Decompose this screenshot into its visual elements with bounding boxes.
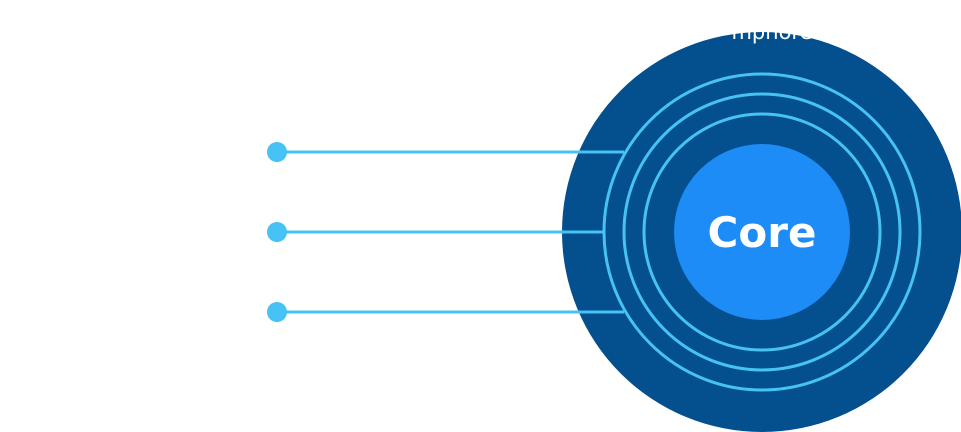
connector-top [267, 142, 624, 162]
connector-bottom [267, 302, 624, 322]
ring-middle [622, 92, 902, 372]
core-label: Core [708, 208, 817, 257]
ring-inner [642, 112, 882, 352]
connector-dot [267, 222, 287, 242]
connector-middle [267, 222, 604, 242]
top-label: mphore [731, 20, 812, 44]
core-circle [674, 144, 850, 320]
connector-dot [267, 142, 287, 162]
connector-dot [267, 302, 287, 322]
